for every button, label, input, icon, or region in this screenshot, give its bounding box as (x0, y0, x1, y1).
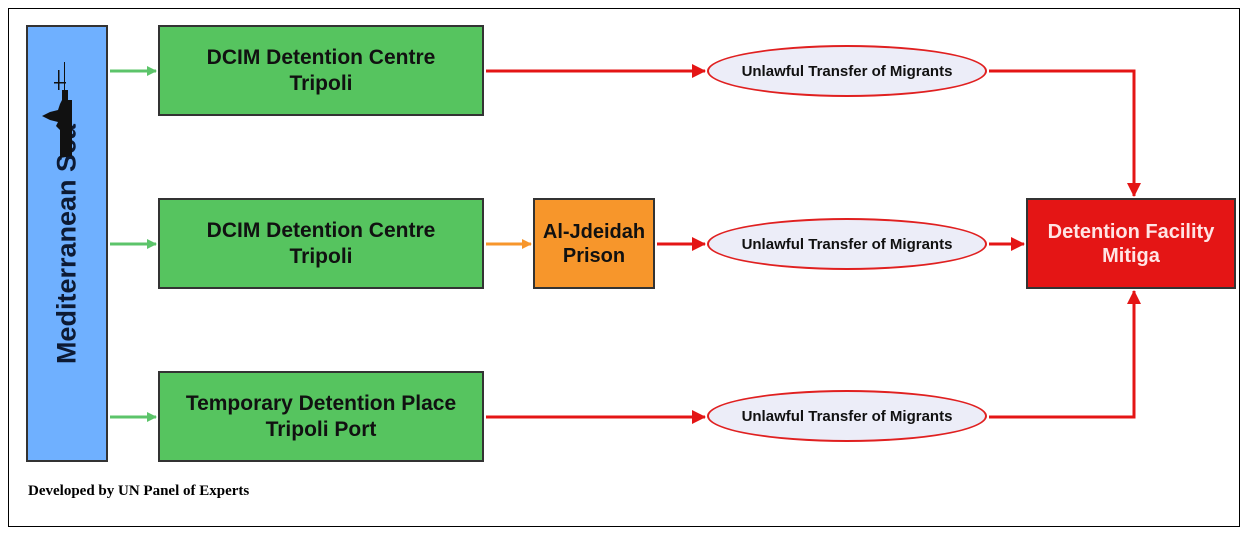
node-line-2: Tripoli (289, 244, 353, 268)
node-line-2: Mitiga (1102, 244, 1160, 267)
transfer-ellipse-3: Unlawful Transfer of Migrants (707, 390, 987, 442)
arrow-transfer-3-to-facility (989, 290, 1141, 419)
node-line-2: Tripoli Port (265, 417, 377, 441)
node-line-1: Al-Jdeidah (542, 220, 646, 243)
node-line-2: Tripoli (289, 71, 353, 95)
dcim-detention-centre-2: DCIM Detention Centre Tripoli (158, 198, 484, 289)
transfer-label: Unlawful Transfer of Migrants (741, 407, 953, 425)
arrow-transfer-1-to-facility (989, 69, 1141, 197)
temporary-detention-place: Temporary Detention Place Tripoli Port (158, 371, 484, 462)
node-line-1: DCIM Detention Centre (206, 219, 436, 243)
dcim-detention-centre-1: DCIM Detention Centre Tripoli (158, 25, 484, 116)
transfer-label: Unlawful Transfer of Migrants (741, 235, 953, 253)
transfer-label: Unlawful Transfer of Migrants (741, 62, 953, 80)
detention-facility-mitiga: Detention Facility Mitiga (1026, 198, 1236, 289)
node-line-1: DCIM Detention Centre (206, 46, 436, 70)
node-line-2: Prison (562, 244, 626, 267)
transfer-ellipse-2: Unlawful Transfer of Migrants (707, 218, 987, 270)
node-line-1: Temporary Detention Place (185, 392, 457, 416)
ship-silhouette-icon (42, 62, 72, 158)
credit-text: Developed by UN Panel of Experts (28, 483, 250, 499)
al-jdeidah-prison: Al-Jdeidah Prison (533, 198, 655, 289)
transfer-ellipse-1: Unlawful Transfer of Migrants (707, 45, 987, 97)
diagram-frame (8, 8, 1240, 527)
node-line-1: Detention Facility (1047, 220, 1215, 243)
